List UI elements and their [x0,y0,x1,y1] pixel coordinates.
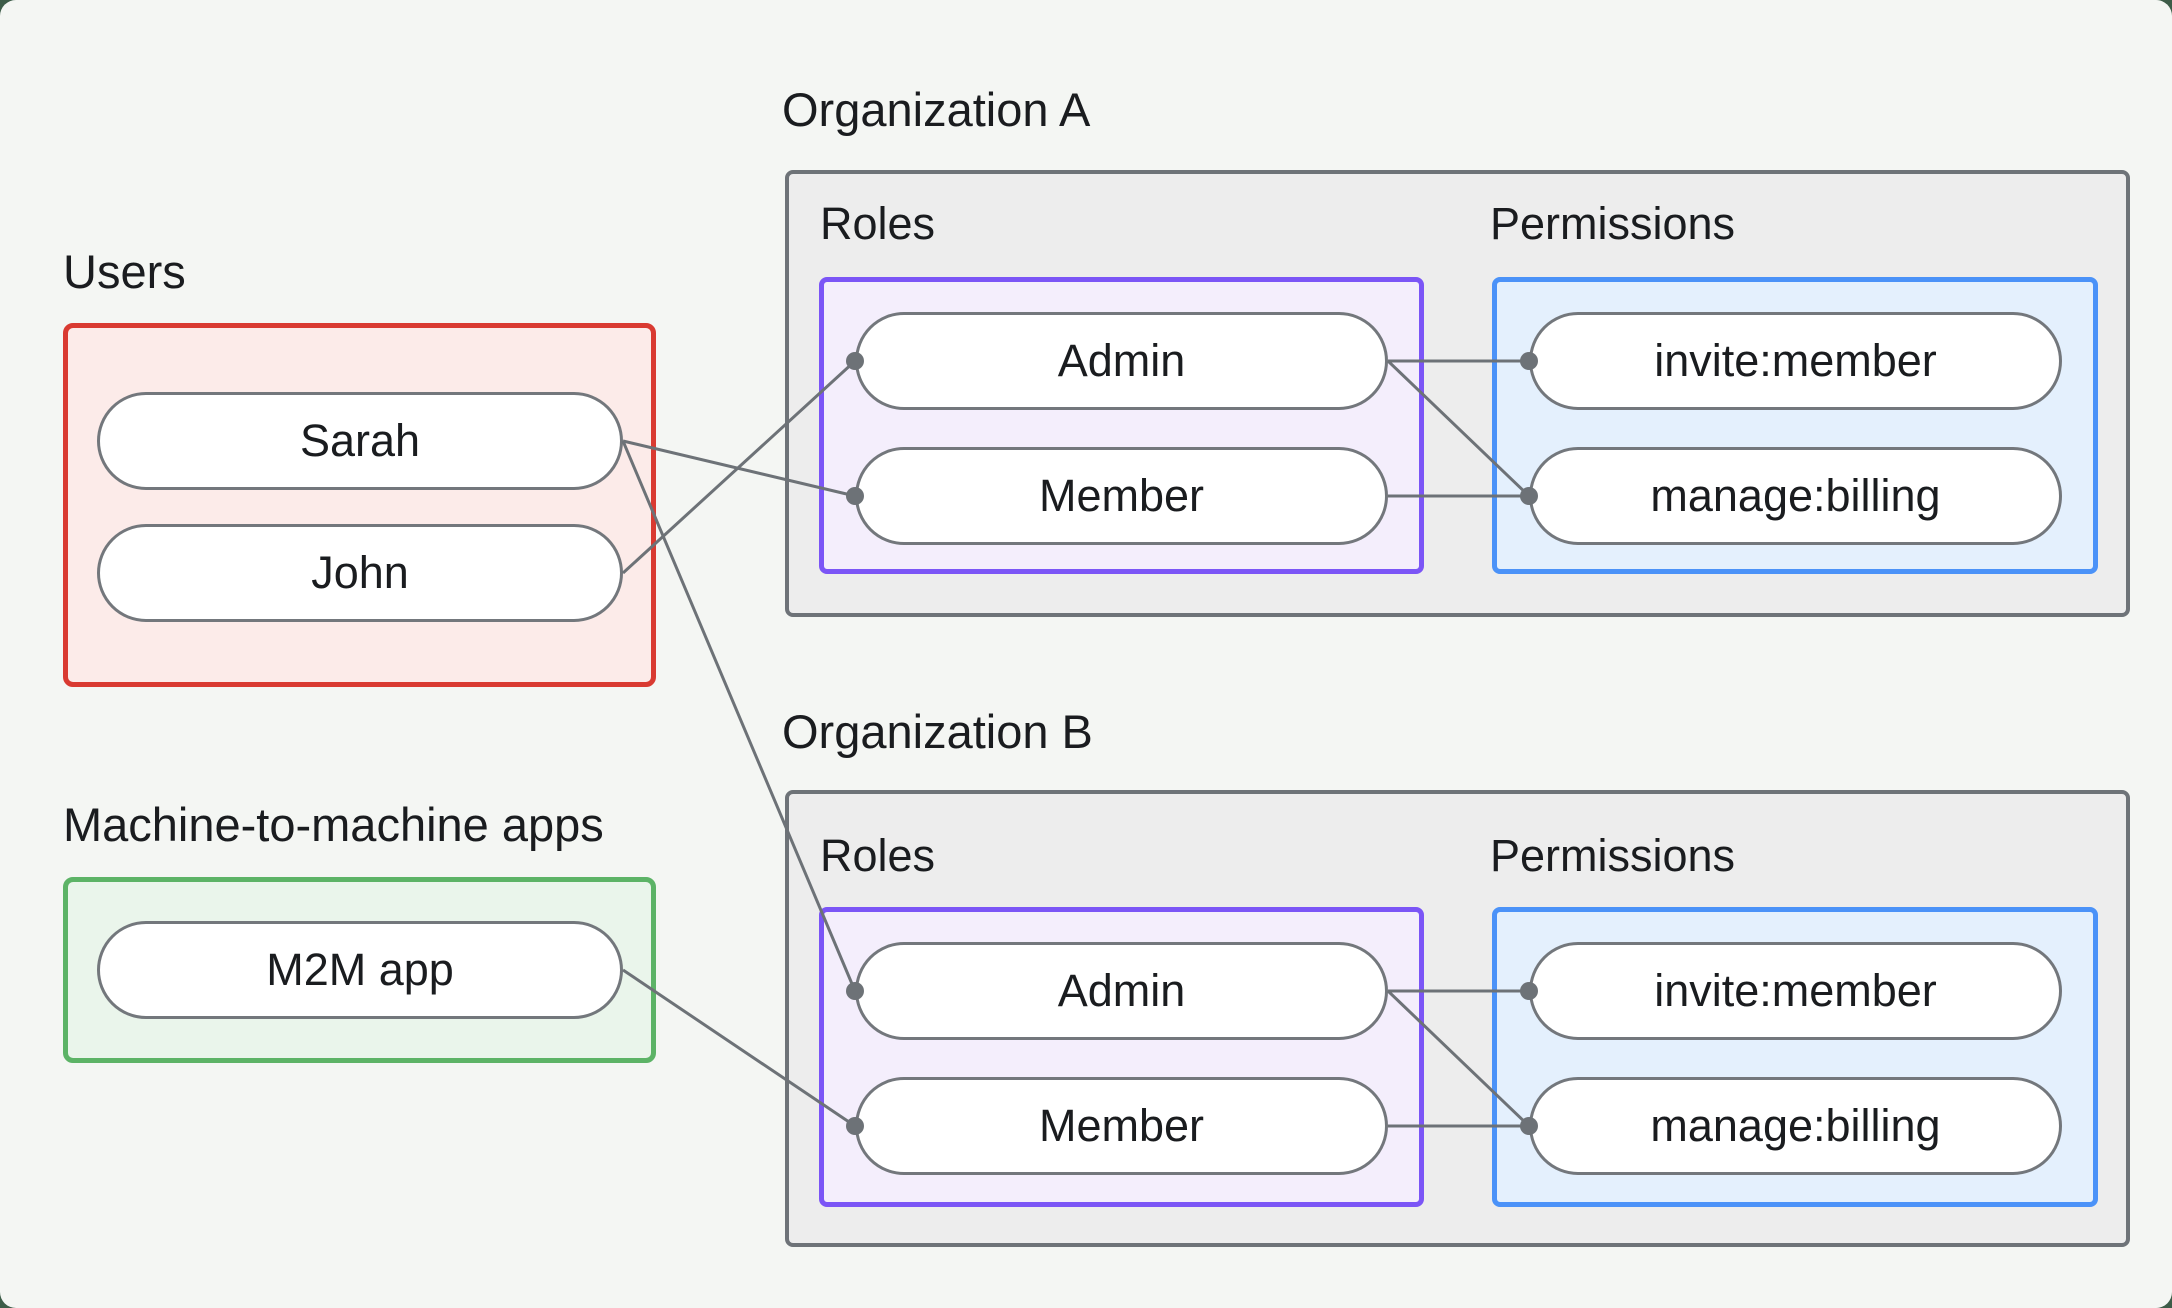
node-org-b-member: Member [855,1077,1388,1175]
node-label: Admin [1057,335,1186,386]
org-a-roles-label: Roles [820,198,936,249]
node-org-a-admin: Admin [855,312,1388,410]
node-label: invite:member [1654,335,1937,386]
org-a-permissions-label: Permissions [1490,198,1736,249]
node-org-b-manage-billing: manage:billing [1529,1077,2062,1175]
m2m-group-label: Machine-to-machine apps [63,798,604,851]
node-label: Member [1038,1100,1205,1151]
node-org-b-admin: Admin [855,942,1388,1040]
org-a-label: Organization A [782,83,1091,136]
node-org-b-invite-member: invite:member [1529,942,2062,1040]
users-group-label: Users [63,245,186,298]
node-label: manage:billing [1650,1100,1941,1151]
node-org-a-member: Member [855,447,1388,545]
node-label: invite:member [1654,965,1937,1016]
node-label: Admin [1057,965,1186,1016]
node-label: Member [1038,470,1205,521]
node-label: M2M app [266,944,454,995]
node-user-sarah: Sarah [97,392,623,490]
org-b-permissions-label: Permissions [1490,830,1736,881]
users-group-box [63,323,656,687]
node-label: manage:billing [1650,470,1941,521]
node-org-a-manage-billing: manage:billing [1529,447,2062,545]
node-user-john: John [97,524,623,622]
node-label: Sarah [299,415,421,466]
node-label: John [311,547,409,598]
node-org-a-invite-member: invite:member [1529,312,2062,410]
node-m2m-app: M2M app [97,921,623,1019]
org-b-label: Organization B [782,705,1093,758]
org-b-roles-label: Roles [820,830,936,881]
